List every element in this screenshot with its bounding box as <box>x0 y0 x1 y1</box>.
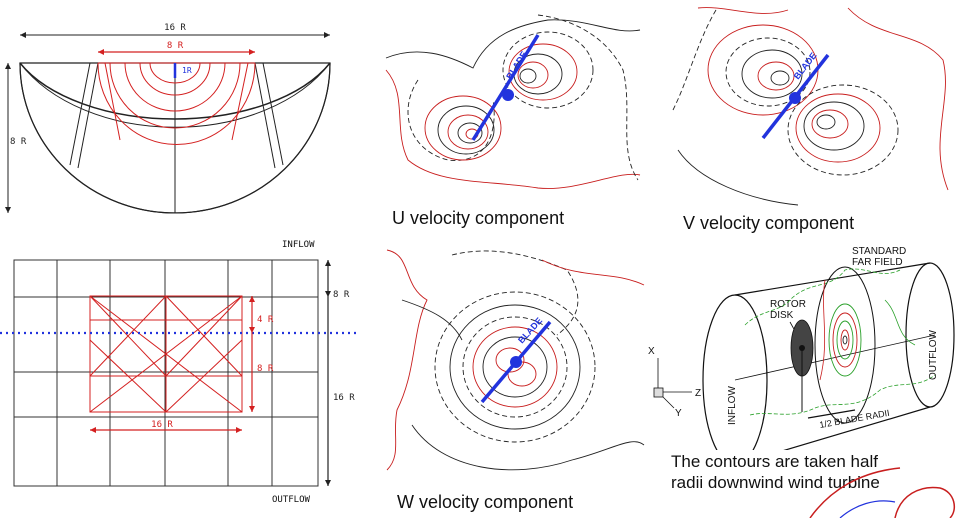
top-gap-8r-label: 8 R <box>333 290 350 300</box>
height-8r-label: 8 R <box>10 137 27 147</box>
outflow-cyl-label: OUTFLOW <box>928 329 939 380</box>
v-blade-label: BLADE <box>792 51 819 82</box>
w-velocity-caption: W velocity component <box>397 492 574 512</box>
inner-8r-vert-label: 8 R <box>257 364 274 374</box>
inner-4r-label: 4 R <box>257 315 274 325</box>
v-velocity-caption: V velocity component <box>683 213 855 233</box>
farfield-caption: The contours are taken half radii downwi… <box>671 452 880 492</box>
total-16r-label: 16 R <box>333 393 355 403</box>
rotor-1r-label: 1R <box>182 66 192 75</box>
inflow-label: INFLOW <box>282 240 315 250</box>
axis-z-label: Z <box>695 388 701 399</box>
decorative-red-curves <box>800 460 958 518</box>
axis-x-label: X <box>648 346 655 357</box>
inner-16r-label: 16 R <box>151 420 173 430</box>
v-velocity-plot: BLADE <box>668 0 958 208</box>
rotor-label-1: ROTOR <box>770 299 806 310</box>
outflow-label: OUTFLOW <box>272 495 311 505</box>
inner-8r-label: 8 R <box>167 41 184 51</box>
standard-label-2: FAR FIELD <box>852 257 903 268</box>
width-16r-label: 16 R <box>164 23 186 33</box>
axis-y-label: Y <box>675 408 682 419</box>
farfield-diagram: STANDARD FAR FIELD ROTOR DISK INFLOW OUT… <box>640 240 958 450</box>
u-blade-label: BLADE <box>504 49 529 81</box>
rotor-label-2: DISK <box>770 310 794 321</box>
standard-label-1: STANDARD <box>852 246 906 257</box>
u-velocity-caption: U velocity component <box>392 208 565 228</box>
u-velocity-plot: BLADE <box>378 0 648 205</box>
mesh-side-view: 16 R 8 R 8 R 1R <box>0 0 340 225</box>
mesh-top-view: INFLOW OUTFLOW 8 R 16 R <box>0 230 375 518</box>
w-velocity-plot: BLADE <box>382 240 650 488</box>
inflow-cyl-label: INFLOW <box>727 386 738 425</box>
